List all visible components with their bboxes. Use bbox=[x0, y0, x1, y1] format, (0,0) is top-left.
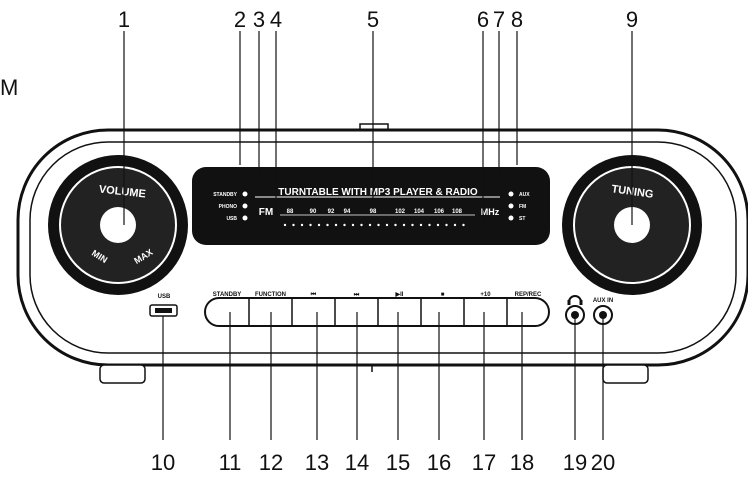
scale-dot bbox=[394, 223, 397, 227]
display-title: TURNTABLE WITH MP3 PLAYER & RADIO bbox=[278, 187, 478, 198]
callout-number: 7 bbox=[493, 7, 505, 32]
callout-number: 3 bbox=[253, 7, 265, 32]
scale-dot bbox=[292, 223, 295, 227]
frequency-scale: 88 90 92 94 98 102 104 106 108 bbox=[287, 209, 463, 215]
frequency-label: 88 bbox=[287, 209, 294, 215]
indicator-label: STANDBY bbox=[213, 192, 237, 198]
button-label: ■ bbox=[441, 292, 445, 298]
button-bar bbox=[204, 297, 550, 327]
frequency-label: 98 bbox=[370, 209, 377, 215]
button-label: +10 bbox=[480, 292, 491, 298]
usb-port[interactable] bbox=[149, 304, 178, 317]
callout-number: 13 bbox=[305, 450, 329, 475]
frequency-label: 102 bbox=[395, 209, 406, 215]
frequency-label: 94 bbox=[344, 209, 351, 215]
scale-dot bbox=[402, 223, 406, 227]
callout-number: 20 bbox=[591, 450, 615, 475]
indicator-led bbox=[242, 215, 248, 221]
control-button[interactable] bbox=[466, 300, 505, 324]
left-indicators: STANDBY PHONO USB bbox=[213, 191, 248, 222]
frequency-label: 90 bbox=[310, 209, 317, 215]
button-label: STANDBY bbox=[213, 292, 242, 298]
callout-number: 8 bbox=[511, 7, 523, 32]
scale-dot bbox=[283, 223, 287, 227]
callout-number: 18 bbox=[510, 450, 534, 475]
callout-number: 4 bbox=[270, 7, 282, 32]
scale-dot bbox=[411, 223, 414, 227]
indicator-led bbox=[508, 203, 514, 209]
scale-dot bbox=[351, 223, 355, 227]
scale-dot bbox=[445, 223, 448, 227]
tuning-dot-scale bbox=[283, 223, 465, 227]
frequency-label: 92 bbox=[328, 209, 335, 215]
control-button[interactable] bbox=[509, 300, 547, 324]
edge-letter: M bbox=[0, 75, 18, 100]
callout-number: 2 bbox=[234, 7, 246, 32]
control-buttons: STANDBY FUNCTION ⏮ ⏭ ▶II ■ +10 REP/REC bbox=[207, 291, 547, 325]
scale-dot bbox=[428, 223, 431, 227]
headphone-icon-right bbox=[579, 300, 583, 305]
indicator-led bbox=[242, 203, 248, 209]
scale-dot bbox=[317, 223, 321, 227]
scale-dot bbox=[309, 223, 312, 227]
scale-dot bbox=[436, 223, 440, 227]
callout-number: 10 bbox=[151, 450, 175, 475]
button-label: ⏭ bbox=[354, 292, 360, 298]
right-indicators: AUX FM ST bbox=[508, 191, 530, 222]
indicator-led bbox=[508, 191, 514, 197]
callout-number: 12 bbox=[259, 450, 283, 475]
unit-label: MHz bbox=[481, 207, 500, 217]
scale-dot bbox=[453, 223, 457, 227]
callout-number: 17 bbox=[472, 450, 496, 475]
control-button[interactable] bbox=[423, 300, 462, 324]
scale-dot bbox=[385, 223, 389, 227]
frequency-label: 108 bbox=[452, 209, 463, 215]
callout-number: 14 bbox=[345, 450, 369, 475]
indicator-label: FM bbox=[519, 204, 526, 210]
scale-dot bbox=[360, 223, 363, 227]
callout-number: 5 bbox=[367, 7, 379, 32]
indicator-label: ST bbox=[519, 216, 525, 222]
button-label: FUNCTION bbox=[255, 292, 286, 298]
callout-lines bbox=[123, 31, 633, 440]
headphone-icon-left bbox=[567, 300, 571, 305]
volume-label: VOLUME bbox=[98, 184, 146, 201]
callout-number: 16 bbox=[427, 450, 451, 475]
indicator-led bbox=[508, 215, 514, 221]
indicator-label: USB bbox=[226, 216, 237, 222]
indicator-label: PHONO bbox=[219, 204, 237, 210]
scale-dot bbox=[343, 223, 346, 227]
volume-knob[interactable] bbox=[48, 155, 188, 295]
scale-dot bbox=[326, 223, 329, 227]
indicator-led bbox=[242, 191, 248, 197]
control-button[interactable] bbox=[207, 300, 247, 324]
display-panel bbox=[192, 167, 550, 245]
button-label: ▶II bbox=[395, 291, 404, 298]
band-label: FM bbox=[259, 207, 273, 218]
control-button[interactable] bbox=[294, 300, 333, 324]
scale-dot bbox=[462, 223, 465, 227]
frequency-label: 104 bbox=[414, 209, 425, 215]
control-button[interactable] bbox=[380, 300, 419, 324]
callout-number: 9 bbox=[626, 7, 638, 32]
callout-number: 11 bbox=[219, 450, 242, 475]
button-label: ⏮ bbox=[311, 292, 317, 298]
scale-dot bbox=[300, 223, 304, 227]
usb-label: USB bbox=[158, 294, 171, 300]
callout-number: 6 bbox=[477, 7, 489, 32]
callout-number: 15 bbox=[386, 450, 410, 475]
button-label: REP/REC bbox=[515, 292, 542, 298]
scale-dot bbox=[419, 223, 423, 227]
scale-dot bbox=[334, 223, 338, 227]
callout-number: 1 bbox=[118, 7, 130, 32]
aux-in-label: AUX IN bbox=[593, 298, 613, 304]
callout-number: 19 bbox=[563, 450, 587, 475]
scale-dot bbox=[377, 223, 380, 227]
frequency-label: 106 bbox=[434, 209, 445, 215]
scale-dot bbox=[368, 223, 372, 227]
indicator-label: AUX bbox=[519, 192, 530, 198]
